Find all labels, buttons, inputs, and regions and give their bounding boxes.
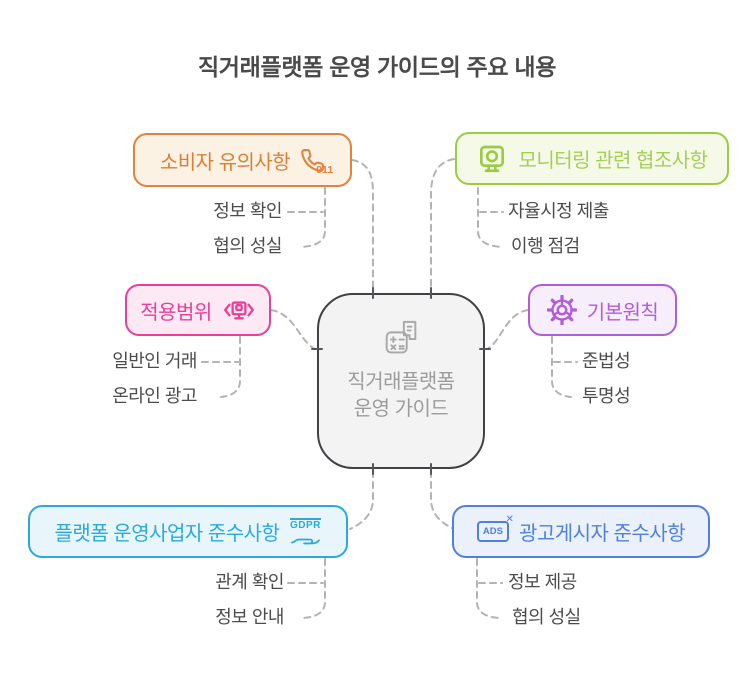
connector	[476, 558, 500, 619]
calculator-receipt-icon	[385, 320, 417, 354]
connector	[486, 309, 529, 350]
connector	[220, 336, 241, 398]
sub-item-platform-0[interactable]: 관계 확인	[215, 572, 284, 592]
sub-item-monitoring-1[interactable]: 이행 점검	[511, 236, 580, 256]
branch-node-monitoring[interactable]: 모니터링 관련 협조사항	[455, 132, 729, 185]
connector	[430, 470, 455, 530]
sub-item-scope-0[interactable]: 일반인 거래	[112, 351, 197, 371]
gear-teeth	[546, 295, 577, 325]
connector	[349, 470, 374, 530]
branch-node-consumer[interactable]: 소비자 유의사항 911	[133, 133, 352, 187]
branch-node-platform[interactable]: 플랫폼 운영사업자 준수사항 GDPR	[28, 505, 348, 558]
sub-item-advertiser-0[interactable]: 정보 제공	[508, 572, 577, 592]
ads-close-mark: ✕	[505, 513, 514, 525]
branch-label: 광고게시자 준수사항	[518, 523, 686, 545]
sub-item-monitoring-0[interactable]: 자율시정 제출	[508, 201, 609, 221]
ads-label: ADS	[482, 525, 503, 537]
branch-node-scope[interactable]: 적용범위	[125, 284, 271, 336]
connector	[270, 309, 316, 350]
sub-item-scope-1[interactable]: 온라인 광고	[112, 386, 197, 406]
code-screen-icon	[223, 301, 254, 320]
branch-label: 적용범위	[140, 301, 212, 324]
branch-node-advertiser[interactable]: ADS ✕ 광고게시자 준수사항	[452, 505, 710, 558]
branch-label: 기본원칙	[586, 301, 659, 324]
branch-label: 플랫폼 운영사업자 준수사항	[54, 523, 280, 545]
connector	[551, 336, 572, 398]
sub-item-principles-0[interactable]: 준법성	[582, 351, 631, 371]
badge-911: 911	[316, 163, 334, 176]
sub-item-advertiser-1[interactable]: 협의 성실	[512, 607, 581, 627]
gear-icon	[546, 295, 577, 325]
sub-item-consumer-0[interactable]: 정보 확인	[213, 201, 282, 221]
monitor-icon	[480, 145, 505, 172]
connector	[300, 187, 326, 248]
hand-glyph	[291, 538, 321, 544]
connector	[302, 558, 326, 619]
sub-item-principles-1[interactable]: 투명성	[582, 386, 631, 406]
branch-label: 소비자 유의사항	[159, 151, 291, 174]
branch-label: 모니터링 관련 협조사항	[518, 150, 708, 172]
center-node-label: 직거래플랫폼 운영 가이드	[347, 371, 455, 420]
branch-node-principles[interactable]: 기본원칙	[528, 284, 677, 336]
connector	[477, 187, 503, 248]
connector	[351, 159, 374, 291]
page-title: 직거래플랫폼 운영 가이드의 주요 내용	[197, 54, 557, 80]
gdpr-label: GDPR	[290, 517, 321, 531]
center-node[interactable]: 직거래플랫폼 운영 가이드	[317, 293, 485, 469]
connector	[430, 158, 455, 291]
ads-icon: ADS ✕	[476, 514, 514, 543]
sub-item-consumer-1[interactable]: 협의 성실	[213, 236, 282, 256]
gdpr-hand-icon: GDPR	[289, 517, 321, 546]
phone-911-icon: 911	[300, 148, 333, 176]
sub-item-platform-1[interactable]: 정보 안내	[215, 607, 284, 627]
phone-handset-glyph	[301, 148, 325, 172]
